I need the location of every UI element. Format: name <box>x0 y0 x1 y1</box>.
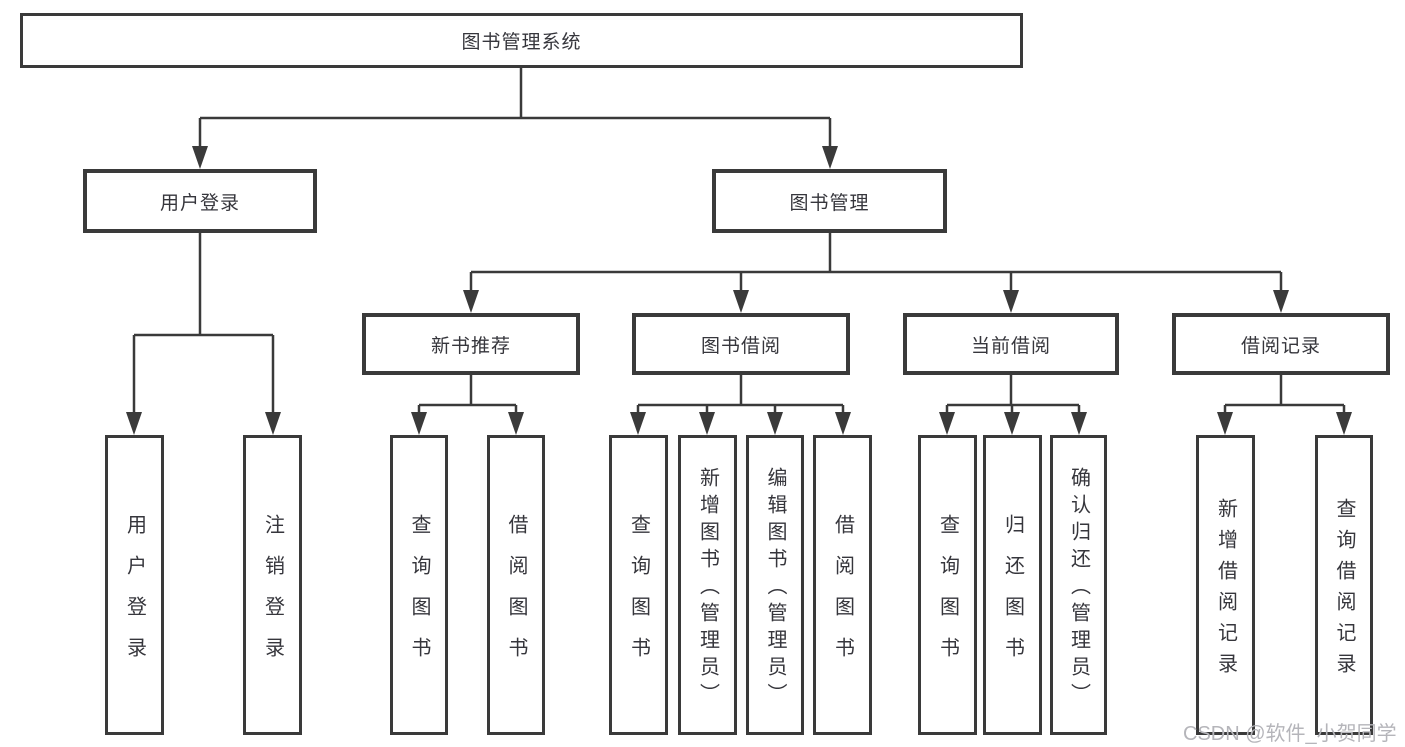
node-current-borrowing-label: 当前借阅 <box>970 335 1051 357</box>
node-borrowing-records-label: 借阅记录 <box>1240 335 1321 357</box>
leaf-return-book-label: 归还图书 <box>1001 513 1024 678</box>
arrowheads <box>126 146 1352 435</box>
leaf-confirm-return-admin: 确认归还（管理员） <box>1050 435 1107 735</box>
node-book-borrowing-label: 图书借阅 <box>700 335 781 357</box>
leaf-query-borrow-record: 查询借阅记录 <box>1315 435 1373 735</box>
leaf-add-book-admin-label: 新增图书（管理员） <box>696 467 719 710</box>
leaf-confirm-return-admin-label: 确认归还（管理员） <box>1067 467 1090 710</box>
node-library-system: 图书管理系统 <box>20 13 1023 68</box>
node-current-borrowing: 当前借阅 <box>903 313 1119 375</box>
leaf-add-book-admin: 新增图书（管理员） <box>678 435 737 735</box>
leaf-add-borrow-record: 新增借阅记录 <box>1196 435 1255 735</box>
leaf-query-books-borrowing-label: 查询图书 <box>627 513 650 678</box>
leaf-edit-book-admin: 编辑图书（管理员） <box>746 435 804 735</box>
leaf-logout: 注销登录 <box>243 435 302 735</box>
leaf-query-borrow-record-label: 查询借阅记录 <box>1333 497 1355 684</box>
node-user-login-label: 用户登录 <box>159 192 240 214</box>
leaf-add-borrow-record-label: 新增借阅记录 <box>1214 497 1237 684</box>
leaf-query-books-borrowing: 查询图书 <box>609 435 668 735</box>
node-borrowing-records: 借阅记录 <box>1172 313 1390 375</box>
leaf-logout-label: 注销登录 <box>261 513 284 678</box>
watermark-text: CSDN @软件_小贺同学 <box>1183 723 1397 745</box>
node-new-book-recommend-label: 新书推荐 <box>430 335 511 357</box>
leaf-borrow-books-borrowing: 借阅图书 <box>813 435 872 735</box>
leaf-user-login-label: 用户登录 <box>123 513 146 678</box>
node-library-system-label: 图书管理系统 <box>461 32 582 53</box>
leaf-borrow-books-recommend: 借阅图书 <box>487 435 545 735</box>
node-new-book-recommend: 新书推荐 <box>362 313 580 375</box>
leaf-edit-book-admin-label: 编辑图书（管理员） <box>764 467 786 710</box>
leaf-borrow-books-borrowing-label: 借阅图书 <box>831 513 854 678</box>
leaf-return-book: 归还图书 <box>983 435 1042 735</box>
leaf-query-books-current: 查询图书 <box>918 435 977 735</box>
node-user-login: 用户登录 <box>83 169 317 233</box>
leaf-query-books-current-label: 查询图书 <box>936 513 959 678</box>
node-book-management-label: 图书管理 <box>789 192 870 214</box>
leaf-user-login: 用户登录 <box>105 435 164 735</box>
leaf-query-books-recommend-label: 查询图书 <box>408 513 430 678</box>
node-book-borrowing: 图书借阅 <box>632 313 850 375</box>
node-book-management: 图书管理 <box>712 169 947 233</box>
leaf-borrow-books-recommend-label: 借阅图书 <box>505 513 527 678</box>
leaf-query-books-recommend: 查询图书 <box>390 435 448 735</box>
